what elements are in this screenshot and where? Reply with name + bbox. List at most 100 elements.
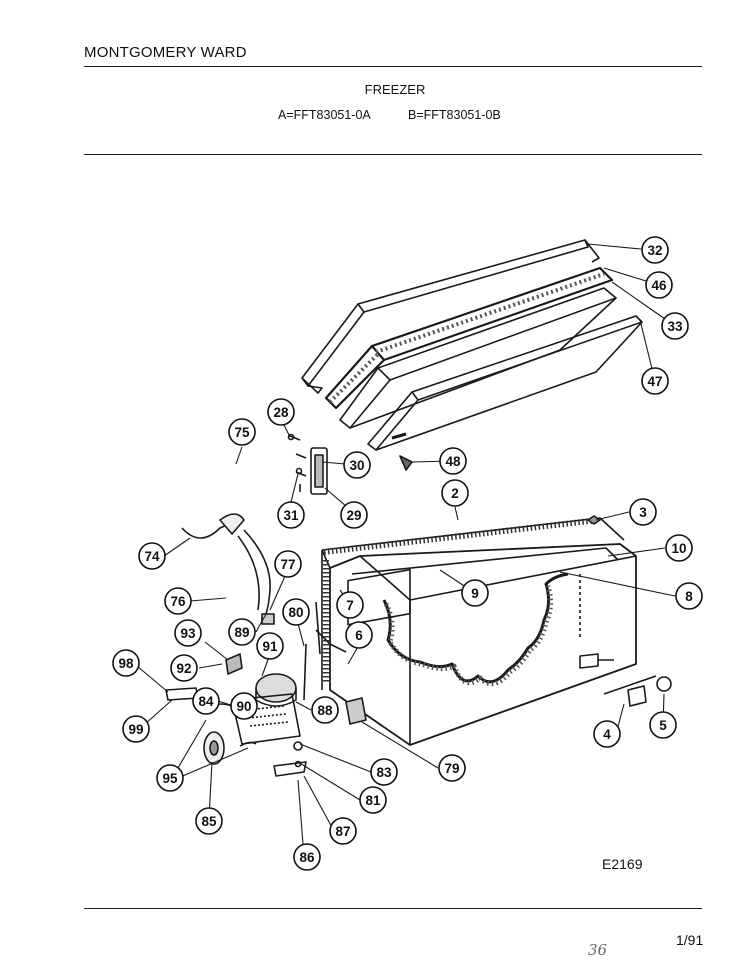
callout-91: 91	[256, 632, 284, 660]
callout-77: 77	[274, 550, 302, 578]
callout-4: 4	[593, 720, 621, 748]
callout-84: 84	[192, 687, 220, 715]
title-rule	[84, 154, 702, 155]
callout-circle	[329, 817, 357, 845]
callout-6: 6	[345, 621, 373, 649]
handwritten-mark: 36	[588, 941, 608, 959]
callout-90: 90	[230, 692, 258, 720]
callout-label: 88	[317, 703, 333, 718]
callout-label: 75	[234, 425, 250, 440]
callout-circle	[438, 754, 466, 782]
callout-label: 32	[647, 243, 662, 258]
callout-label: 4	[603, 727, 611, 742]
callout-10: 10	[665, 534, 693, 562]
callout-95: 95	[156, 764, 184, 792]
callout-circle	[112, 649, 140, 677]
diagram-title: FREEZER	[364, 82, 426, 97]
callout-7: 7	[336, 591, 364, 619]
callout-label: 9	[471, 586, 479, 601]
callout-label: 74	[144, 549, 160, 564]
callout-circle	[665, 534, 693, 562]
callout-93: 93	[174, 619, 202, 647]
callout-label: 92	[176, 661, 191, 676]
callout-label: 87	[335, 824, 350, 839]
hinge-assembly	[287, 433, 328, 495]
callout-48: 48	[439, 447, 467, 475]
callout-circle	[138, 542, 166, 570]
callout-circle	[593, 720, 621, 748]
callout-87: 87	[329, 817, 357, 845]
callout-circle	[274, 550, 302, 578]
callout-circle	[174, 619, 202, 647]
power-cord	[181, 513, 275, 625]
callout-label: 3	[639, 505, 647, 520]
callout-98: 98	[112, 649, 140, 677]
callout-circle	[256, 632, 284, 660]
callout-circle	[340, 501, 368, 529]
callout-3: 3	[629, 498, 657, 526]
callout-31: 31	[277, 501, 305, 529]
callout-99: 99	[122, 715, 150, 743]
page-number: 1/91	[676, 932, 704, 948]
callout-circle	[645, 271, 673, 299]
lid-stop	[399, 455, 413, 471]
callout-label: 5	[659, 718, 667, 733]
callout-label: 93	[180, 626, 196, 641]
callout-2: 2	[441, 479, 469, 507]
callout-circle	[345, 621, 373, 649]
callout-label: 30	[349, 458, 364, 473]
brand-label: MONTGOMERY WARD	[84, 44, 247, 61]
callout-circle	[228, 618, 256, 646]
callout-circle	[156, 764, 184, 792]
callout-label: 95	[162, 771, 178, 786]
callout-circle	[359, 786, 387, 814]
callout-79: 79	[438, 754, 466, 782]
callout-label: 8	[685, 589, 693, 604]
callout-circle	[282, 598, 310, 626]
callout-33: 33	[661, 312, 689, 340]
lid-frame	[301, 239, 600, 394]
callout-circle	[641, 367, 669, 395]
callout-46: 46	[645, 271, 673, 299]
callout-76: 76	[164, 587, 192, 615]
callout-circle	[122, 715, 150, 743]
callout-29: 29	[340, 501, 368, 529]
callout-label: 6	[355, 628, 363, 643]
callout-circle	[649, 711, 677, 739]
callout-circle	[230, 692, 258, 720]
callout-circle	[675, 582, 703, 610]
callout-circle	[170, 654, 198, 682]
callout-circle	[228, 418, 256, 446]
callout-circle	[441, 479, 469, 507]
callout-circle	[461, 579, 489, 607]
callout-74: 74	[138, 542, 166, 570]
callout-label: 98	[118, 656, 134, 671]
callout-47: 47	[641, 367, 669, 395]
callout-circle	[192, 687, 220, 715]
callout-label: 79	[444, 761, 459, 776]
callout-30: 30	[343, 451, 371, 479]
footer-rule	[84, 908, 702, 909]
callout-9: 9	[461, 579, 489, 607]
leader-lines	[136, 243, 676, 858]
diagram-code: E2169	[602, 856, 643, 872]
cabinet-body	[321, 515, 657, 746]
callout-label: 29	[346, 508, 361, 523]
callout-89: 89	[228, 618, 256, 646]
callout-circle	[641, 236, 669, 264]
callout-label: 48	[445, 454, 461, 469]
callout-85: 85	[195, 807, 223, 835]
model-a-label: A=FFT83051-0A	[278, 108, 371, 122]
callout-label: 76	[170, 594, 186, 609]
callout-label: 31	[283, 508, 299, 523]
callout-label: 85	[201, 814, 217, 829]
callout-label: 84	[198, 694, 214, 709]
callout-label: 83	[376, 765, 392, 780]
callout-label: 90	[236, 699, 251, 714]
model-b-label: B=FFT83051-0B	[408, 108, 501, 122]
lid-gasket	[367, 315, 643, 451]
callout-label: 46	[651, 278, 667, 293]
callout-80: 80	[282, 598, 310, 626]
callout-circle	[370, 758, 398, 786]
